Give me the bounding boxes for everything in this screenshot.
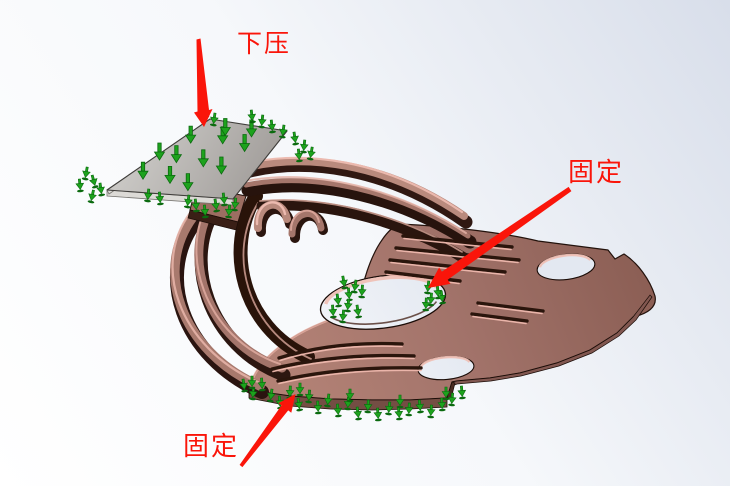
- lower-hole[interactable]: [417, 354, 475, 382]
- fixed-center-arrow: [428, 186, 572, 288]
- fixed-center-annotation-label: 固定: [568, 158, 625, 188]
- press-annotation-label: 下压: [237, 29, 292, 58]
- disc-edge-thickness-right: [451, 294, 653, 387]
- press-arrow: [194, 38, 213, 127]
- fixed-bottom-arrow: [239, 394, 296, 468]
- annotation-arrows: [194, 38, 572, 468]
- upper-right-hole[interactable]: [536, 251, 597, 283]
- fixed-bottom-annotation-label: 固定: [183, 432, 240, 462]
- disc-slots: [270, 234, 545, 385]
